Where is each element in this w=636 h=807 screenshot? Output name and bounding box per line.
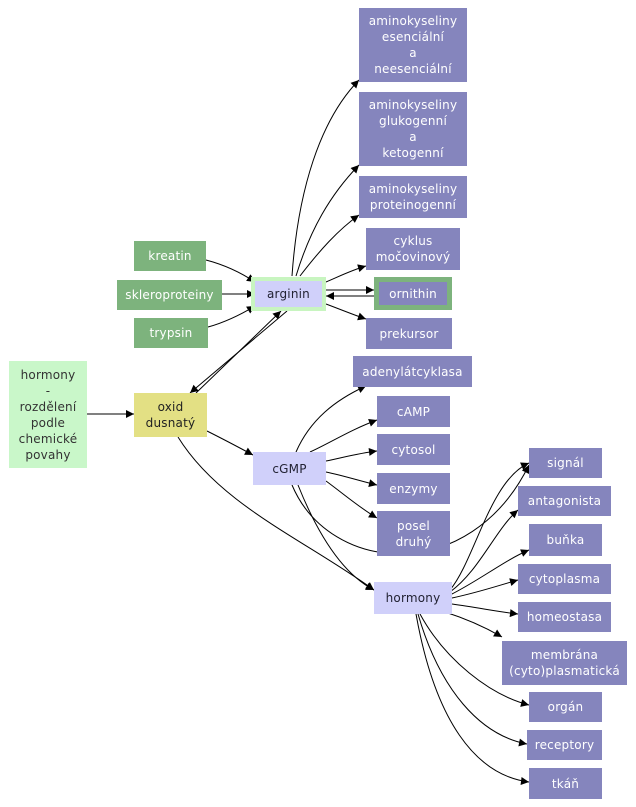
edge-cgmp-enzymy xyxy=(325,471,378,488)
node-enzymy: enzymy xyxy=(377,473,450,504)
node-camp: cAMP xyxy=(377,396,450,427)
node-organ: orgán xyxy=(529,692,602,722)
node-arginin: arginin xyxy=(251,277,326,311)
node-hormony-rozdeleni: hormony - rozdělení podle chemické povah… xyxy=(9,361,87,468)
node-cytosol: cytosol xyxy=(377,434,450,465)
edge-oxid-hormony xyxy=(177,436,375,591)
node-aminokyseliny-proteinogenni: aminokyseliny proteinogenní xyxy=(359,176,467,218)
node-ornithin: ornithin xyxy=(374,277,452,310)
node-hormony: hormony xyxy=(374,582,452,614)
edge-arginin-aminokyseliny-proteinogenni xyxy=(299,214,360,277)
edge-cgmp-cytosol xyxy=(325,447,378,462)
edge-hormony-membrana xyxy=(444,611,503,638)
edge-arginin-prekursor xyxy=(325,303,367,321)
node-bunka: buňka xyxy=(529,524,602,556)
edge-oxid-cgmp xyxy=(206,430,254,456)
node-cyklus-mocovinovy: cyklus močovinový xyxy=(366,228,460,270)
edge-hormony-receptory xyxy=(417,613,528,747)
edge-hormony-tkan xyxy=(415,613,530,785)
edge-hormony-homeostasa xyxy=(451,603,519,618)
edge-kreatin-arginin xyxy=(205,259,256,283)
node-trypsin: trypsin xyxy=(134,318,208,348)
edge-cgmp-adenylatcyklasa xyxy=(295,385,367,453)
edge-cgmp-camp xyxy=(309,419,378,453)
node-cgmp: cGMP xyxy=(253,452,326,485)
node-homeostasa: homeostasa xyxy=(518,602,611,632)
edge-cgmp-posel xyxy=(325,480,378,519)
edge-hormony-organ xyxy=(419,613,530,707)
edge-arginin-aminokyseliny-esencialni xyxy=(291,79,360,277)
node-adenylatcyklasa: adenylátcyklasa xyxy=(353,356,472,387)
node-receptory: receptory xyxy=(527,730,602,760)
node-prekursor: prekursor xyxy=(366,318,452,349)
node-signal: signál xyxy=(529,448,602,478)
edge-hormony-signal xyxy=(449,462,530,591)
node-kreatin: kreatin xyxy=(134,241,206,271)
edge-hormony-cytoplasma xyxy=(451,578,519,599)
node-aminokyseliny-glukogenni: aminokyseliny glukogenní a ketogenní xyxy=(359,92,467,166)
edge-hormony-antagonista xyxy=(449,509,519,593)
edge-arginin-aminokyseliny-glukogenni xyxy=(295,164,360,277)
edge-cgmp-hormony xyxy=(297,484,375,591)
node-membrana: membrána (cyto)plasmatická xyxy=(502,641,627,685)
edge-arginin-oxid xyxy=(189,310,288,394)
node-aminokyseliny-esencialni: aminokyseliny esenciální a neesenciální xyxy=(359,8,467,82)
node-antagonista: antagonista xyxy=(518,486,611,516)
edge-hormony-bunka xyxy=(449,549,530,596)
node-cytoplasma: cytoplasma xyxy=(518,564,611,594)
edge-arginin-cyklus xyxy=(325,264,367,283)
node-tkan: tkáň xyxy=(529,768,602,799)
node-oxid-dusnaty: oxid dusnatý xyxy=(134,393,207,437)
node-posel-druhy: posel druhý xyxy=(377,511,450,556)
node-skleroproteiny: skleroproteiny xyxy=(117,280,222,310)
